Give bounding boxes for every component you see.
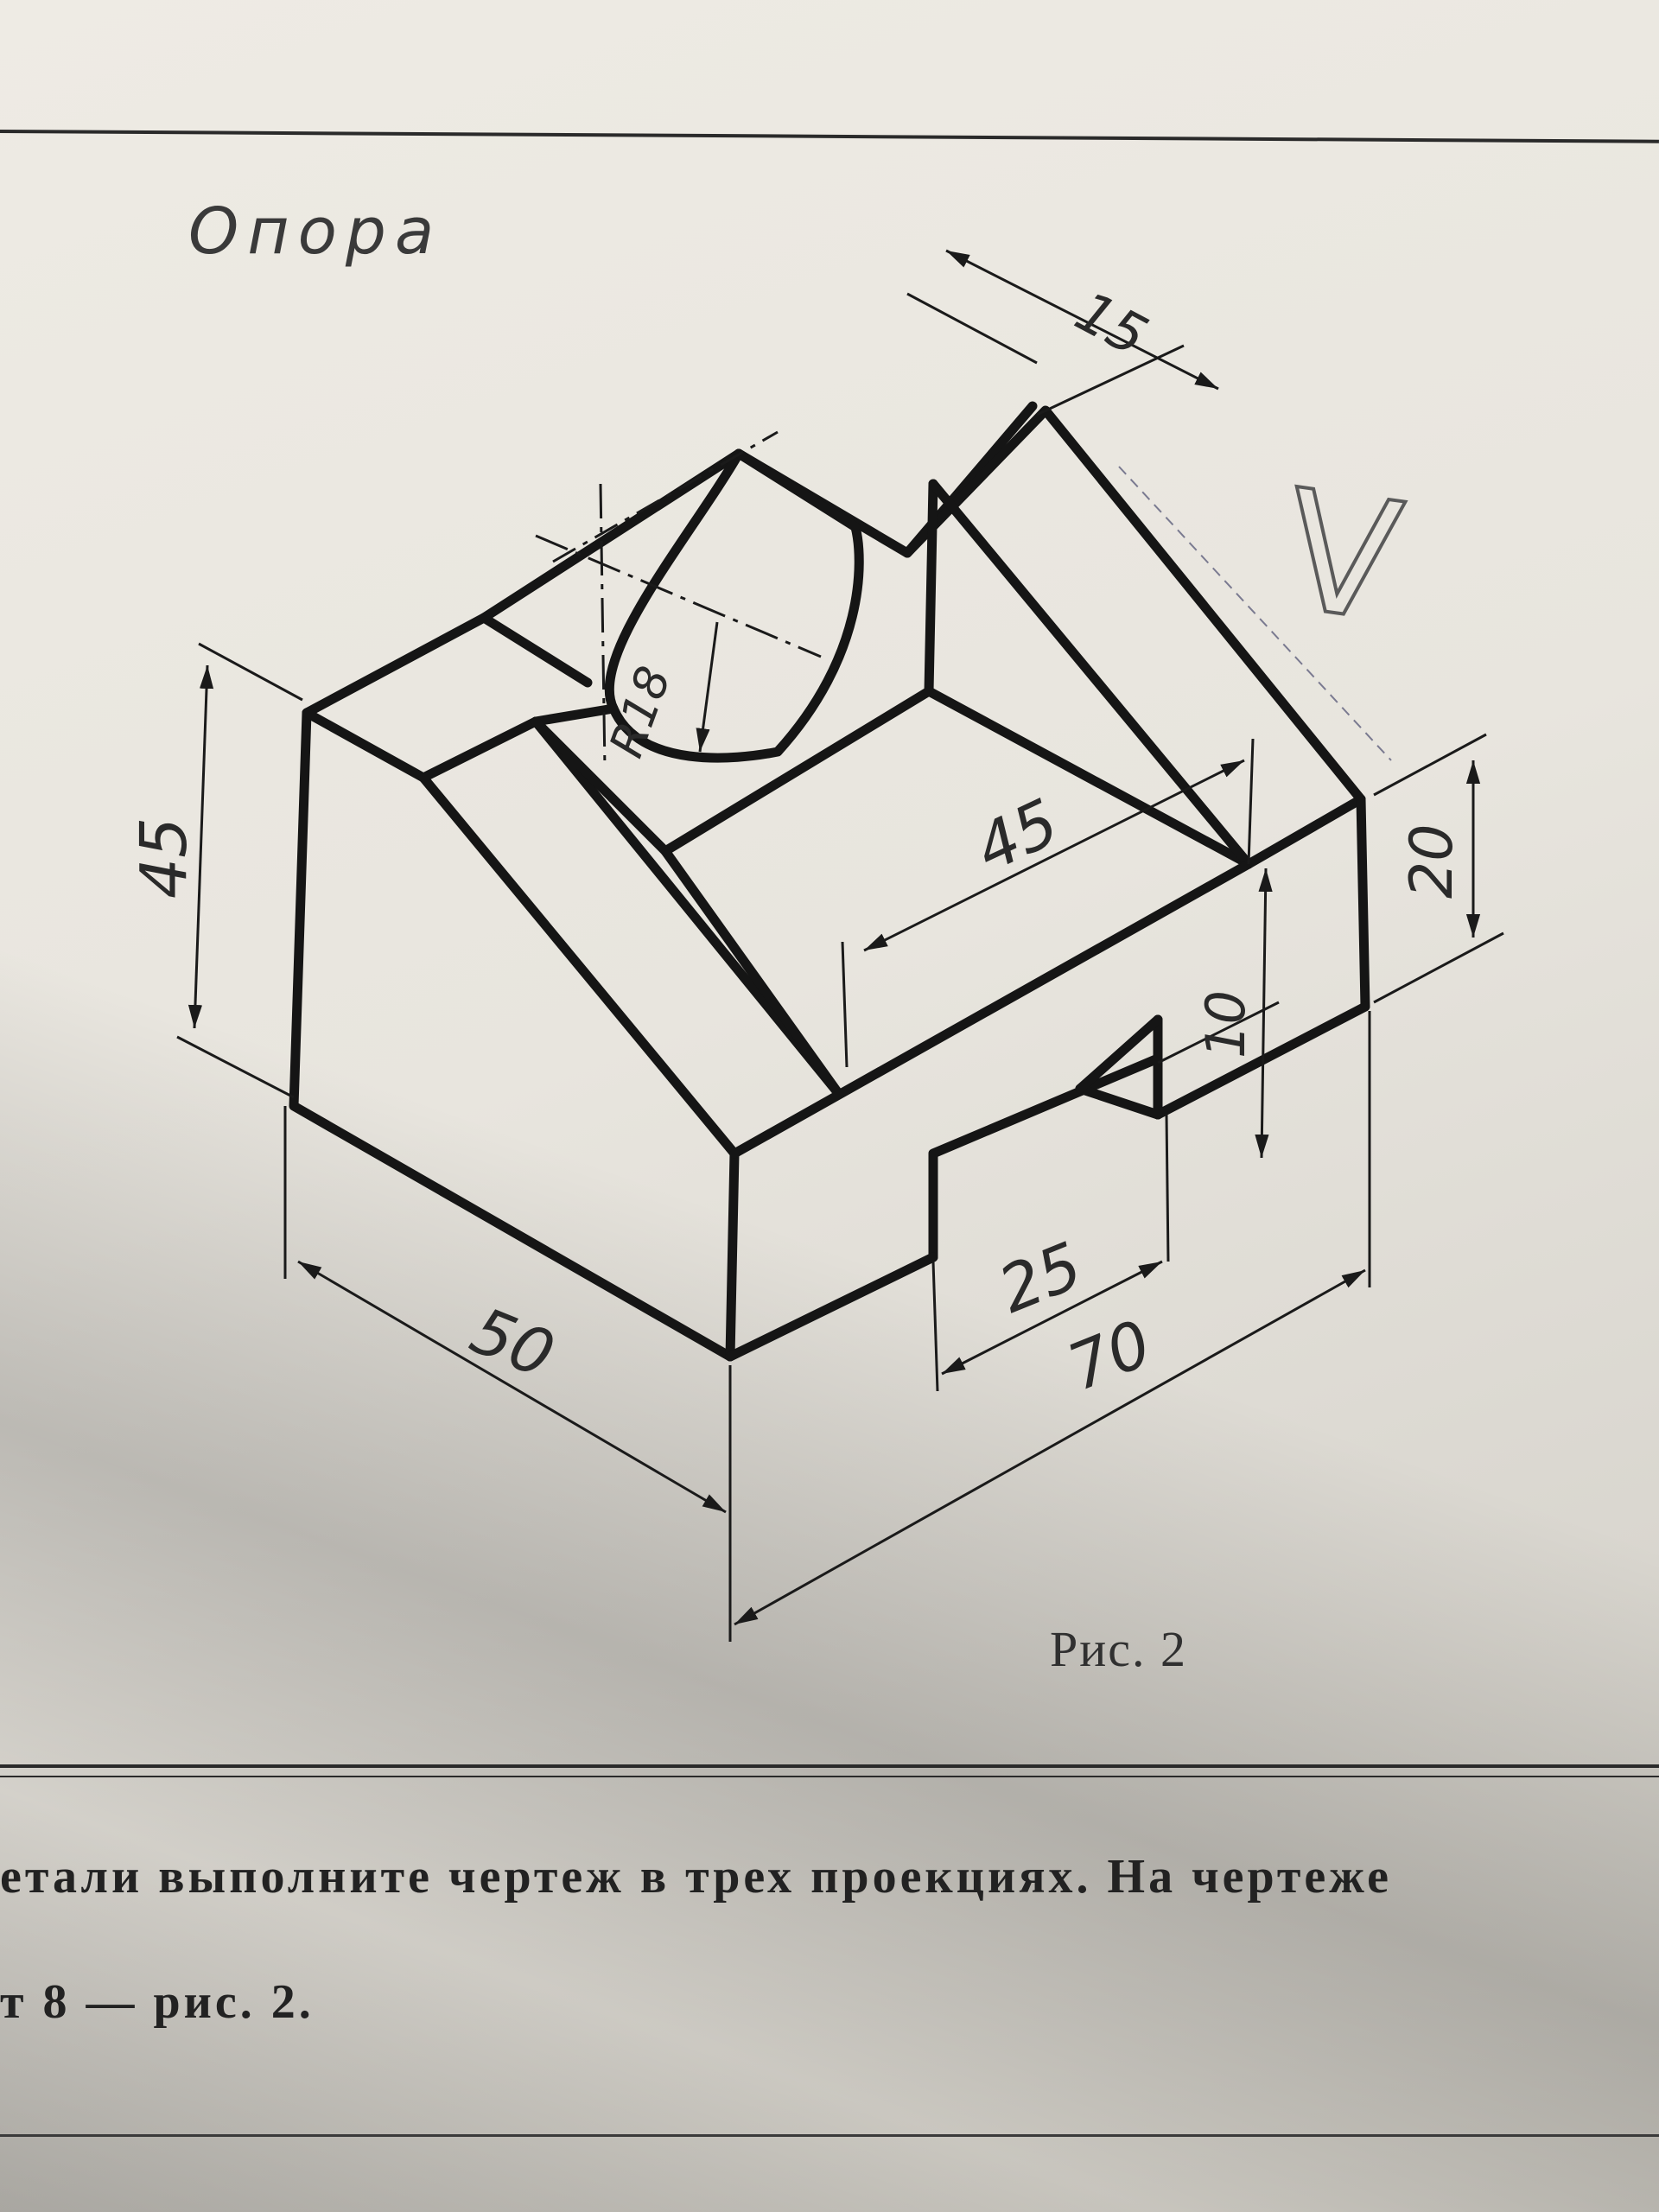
inner-slope (928, 479, 1254, 869)
dim-70-label: 70 (1058, 1306, 1162, 1406)
left-face-edge (289, 708, 735, 1362)
notch-top (1075, 1014, 1163, 1094)
dim-15-ext2 (1036, 344, 1185, 416)
left-slope-edge (302, 708, 740, 1159)
dim-25-ext1 (931, 1261, 939, 1392)
dim-15-ext1 (906, 292, 1038, 365)
groove-axis (552, 430, 779, 563)
radius-leader (696, 621, 719, 753)
page-footer-rule (0, 2134, 1659, 2137)
dim-45-left-label: 45 (127, 817, 201, 899)
dim-45-left-ext1 (198, 642, 303, 702)
right-bottom-edge (928, 1001, 1370, 1262)
bottom-rule (0, 1764, 1659, 1768)
dim-50-line (297, 1260, 727, 1514)
inner-step-bottom (660, 686, 1254, 869)
dim-45-length-label: 45 (964, 785, 1070, 887)
dim-25-ext2 (1165, 1114, 1170, 1262)
dim-10-line (1255, 868, 1273, 1159)
groove-inner-edge (531, 703, 619, 727)
front-corner-edge (725, 1148, 740, 1362)
dim-50-label: 50 (461, 1294, 564, 1393)
dim-20-ext2 (1373, 931, 1504, 1004)
drawing-title: Опора (188, 194, 443, 269)
dimension-lines (176, 249, 1504, 1642)
notch-slope (1075, 1084, 1163, 1120)
right-corner-edge (1356, 794, 1370, 1012)
dim-20-label: 20 (1398, 823, 1466, 899)
groove-center-line2 (535, 534, 822, 658)
groove-center-line (599, 483, 607, 770)
dim-45-left-ext2 (176, 1035, 295, 1099)
dim-10-label: 10 (1194, 990, 1257, 1058)
figure-caption: Рис. 2 (1050, 1621, 1188, 1677)
inner-step-vertical (924, 479, 938, 696)
dim-45-length-ext1 (841, 941, 849, 1068)
groove-top-edge (734, 448, 861, 532)
body-text-line-2: т 8 — рис. 2. (0, 1975, 315, 2029)
part-outline (289, 401, 1370, 1362)
pencil-check-mark: V (1274, 454, 1411, 659)
dim-20-ext1 (1373, 733, 1487, 797)
dim-10-ext (1157, 1001, 1280, 1065)
dim-15-line (945, 249, 1219, 391)
dim-45-left-line (188, 664, 214, 1029)
dim-70-line (734, 1268, 1366, 1626)
groove-arc (604, 448, 864, 763)
dim-45-length-line (863, 759, 1245, 952)
slope-inner-edge (418, 716, 843, 1098)
back-axis-line (1118, 466, 1392, 761)
dim-25-label: 25 (989, 1229, 1093, 1328)
bottom-rule-thin (0, 1776, 1659, 1777)
body-text-line-1: етали выполните чертеж в трех проекциях.… (0, 1850, 1392, 1904)
left-face-top-edge (302, 613, 593, 718)
dim-15-label: 15 (1065, 280, 1157, 370)
dim-45-length-ext2 (1247, 738, 1255, 865)
front-bottom-edge (725, 1252, 938, 1362)
dimension-labels: 15 R18 45 45 20 10 50 25 70 (127, 280, 1466, 1406)
groove-floor-edge (531, 716, 843, 1098)
